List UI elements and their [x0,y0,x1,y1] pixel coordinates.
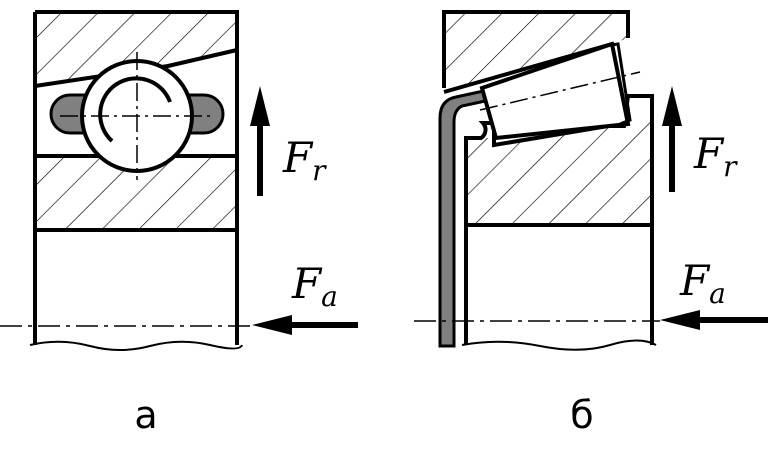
radial-force-label-b: Fr [693,129,738,183]
axial-force-label-a: Fa [291,259,338,313]
caption-b: б [570,393,593,437]
tapered-roller-b [479,41,641,141]
caption-a: а [134,393,157,437]
axial-force-arrow-b [660,310,768,330]
axial-force-label-b: Fa [679,256,726,310]
ball-highlight-a [98,76,172,143]
shaft-b [461,225,657,351]
figure-b: Fr Fa б [414,10,768,437]
radial-force-arrow-b [662,86,682,192]
radial-force-label-a: Fr [282,133,327,187]
shaft-a [29,12,243,351]
radial-force-arrow-a [250,86,270,196]
axial-force-arrow-a [252,315,358,335]
figure-a: Fr Fa а [0,10,358,437]
